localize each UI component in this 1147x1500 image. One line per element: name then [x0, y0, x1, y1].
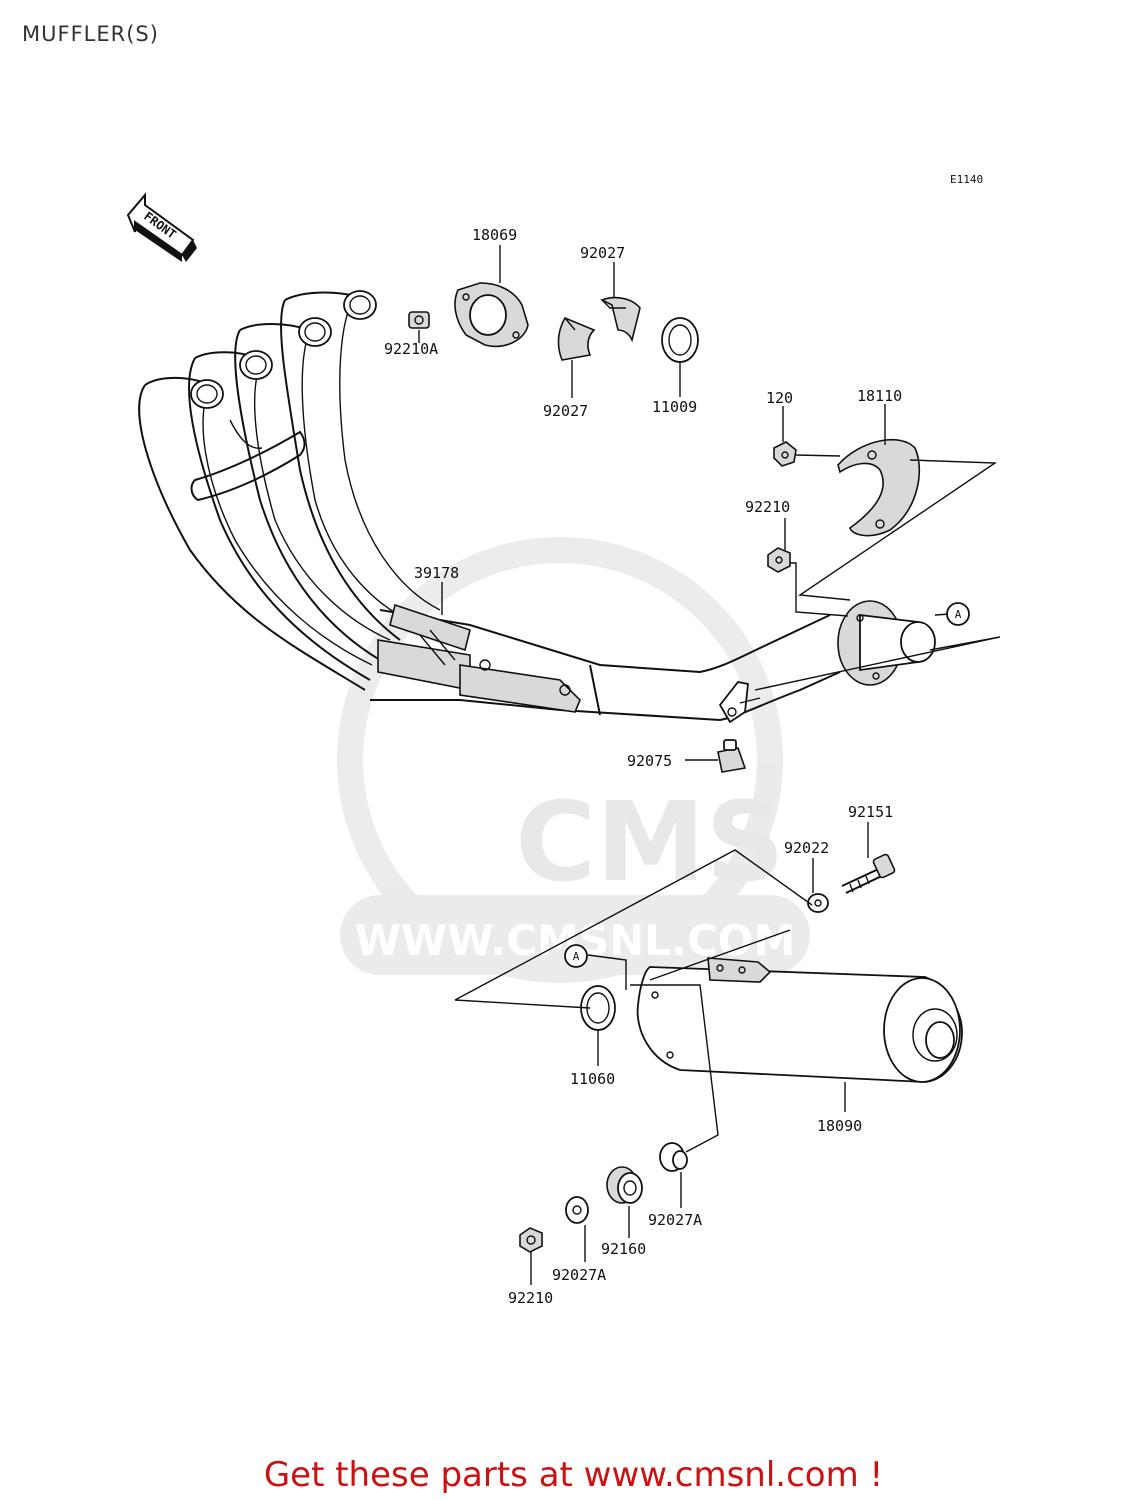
watermark-logo: CMS: [515, 778, 784, 906]
label-92075: 92075: [627, 752, 672, 770]
exhaust-header-pipes: [138, 290, 841, 724]
label-39178: 39178: [414, 564, 459, 582]
callout-a-upper: A: [946, 602, 970, 626]
nut-92210a: [408, 311, 430, 329]
label-92160: 92160: [601, 1240, 646, 1258]
label-92210a: 92210A: [384, 340, 438, 358]
svg-text:A: A: [955, 608, 962, 621]
muffler-18090: [636, 957, 963, 1083]
heat-shield-18110: [837, 439, 921, 537]
collar-92027a-right: [659, 1142, 688, 1172]
label-18110: 18110: [857, 387, 902, 405]
label-92027-low: 92027: [543, 402, 588, 420]
svg-text:A: A: [573, 950, 580, 963]
label-11009: 11009: [652, 398, 697, 416]
exhaust-pipe-holder-18069: [454, 282, 529, 347]
gasket-11009: [661, 317, 699, 363]
split-keeper-92027-low: [557, 316, 596, 361]
label-92210-bottom: 92210: [508, 1289, 553, 1307]
callout-a-lower: A: [564, 944, 588, 968]
label-92027-top: 92027: [580, 244, 625, 262]
damper-92160: [606, 1166, 643, 1204]
label-11060: 11060: [570, 1070, 615, 1088]
label-92027a-left: 92027A: [552, 1266, 606, 1284]
label-92022: 92022: [784, 839, 829, 857]
leader-lines: [418, 245, 1001, 1285]
label-120: 120: [766, 389, 793, 407]
label-18069: 18069: [472, 226, 517, 244]
front-arrow-icon: FRONT: [126, 192, 197, 262]
bolt-120: [773, 441, 797, 467]
washer-92022: [807, 893, 829, 913]
label-92210-mid: 92210: [745, 498, 790, 516]
damper-92075: [717, 739, 747, 773]
collar-92027a-left: [565, 1196, 589, 1224]
label-92151: 92151: [848, 803, 893, 821]
label-18090: 18090: [817, 1117, 862, 1135]
split-keeper-92027-top: [600, 296, 641, 343]
bolt-92151: [841, 853, 896, 894]
nut-92210-mid: [767, 547, 791, 573]
footer-link[interactable]: Get these parts at www.cmsnl.com !: [263, 1455, 884, 1495]
diagram-code: E1140: [950, 173, 983, 186]
muffler-connector-pipe: [837, 600, 936, 686]
label-92027a-right: 92027A: [648, 1211, 702, 1229]
exploded-parts-diagram: CMS WWW.CMSNL.COM E1140 FRONT: [126, 173, 1001, 1307]
nut-92210-bottom: [519, 1227, 543, 1253]
page-title: MUFFLER(S): [22, 22, 159, 46]
